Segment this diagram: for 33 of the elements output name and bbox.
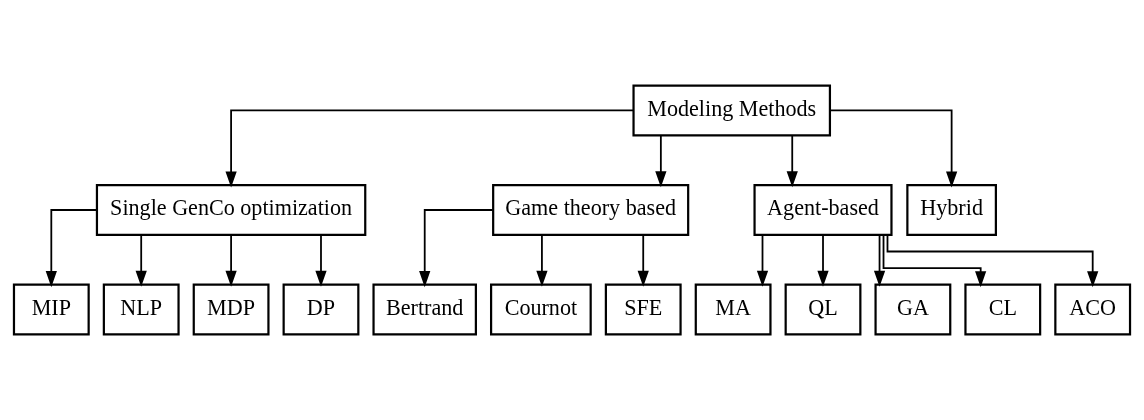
arrow <box>45 209 98 288</box>
node-box: Game theory based <box>492 184 690 236</box>
arrow <box>135 234 147 287</box>
arrow <box>817 234 829 287</box>
arrow <box>756 234 769 287</box>
node-box: MDP <box>192 283 270 336</box>
arrow <box>315 234 327 287</box>
arrow <box>655 134 667 188</box>
node-box: QL <box>784 283 862 336</box>
arrow <box>225 234 237 287</box>
arrow <box>536 234 548 287</box>
node-box: NLP <box>102 283 180 336</box>
arrow <box>419 209 494 288</box>
node-box: SFE <box>604 283 682 336</box>
node-box: ACO <box>1054 283 1132 336</box>
node-box: MIP <box>12 283 90 336</box>
node-box: GA <box>874 283 952 336</box>
node-box: MA <box>694 283 772 336</box>
arrow <box>225 109 635 188</box>
node-box: Bertrand <box>372 283 477 336</box>
node-box: Single GenCo optimization <box>95 184 367 236</box>
node-box: Modeling Methods <box>632 84 832 137</box>
node-box: Cournot <box>490 283 592 336</box>
node-box: Hybrid <box>906 184 997 236</box>
arrow <box>882 234 987 288</box>
arrow <box>829 109 958 188</box>
arrow <box>786 134 798 188</box>
node-box: Agent-based <box>753 184 893 236</box>
node-box: DP <box>282 283 360 336</box>
arrow <box>873 234 886 287</box>
arrow <box>637 234 649 287</box>
node-box: CL <box>964 283 1042 336</box>
arrow <box>886 234 1099 288</box>
